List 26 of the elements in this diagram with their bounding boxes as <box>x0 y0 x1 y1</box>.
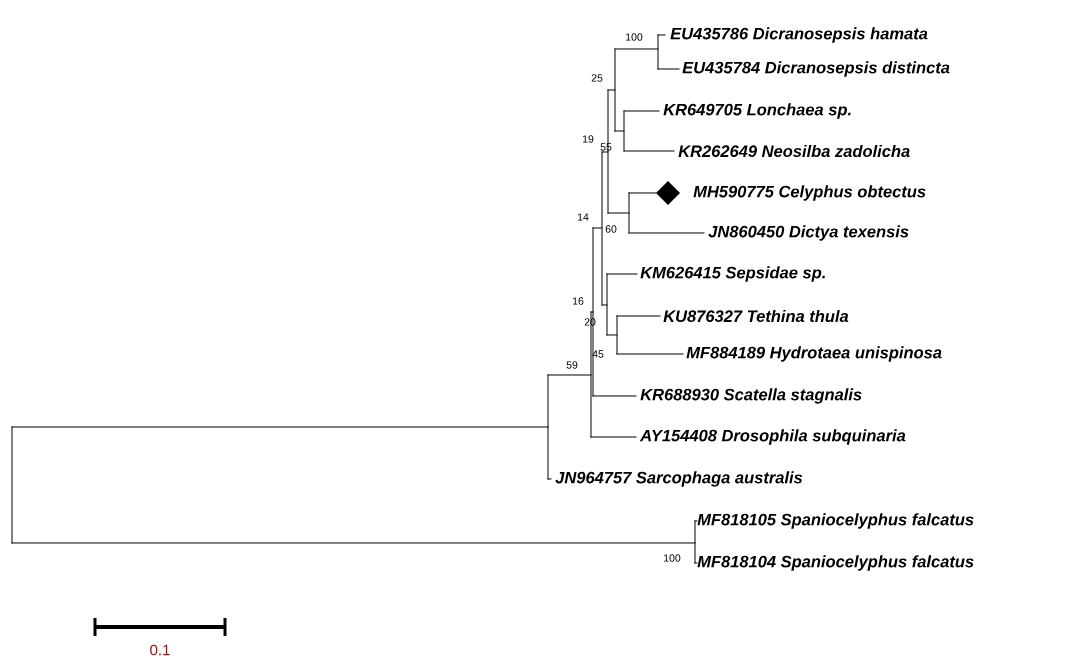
bootstrap-value: 20 <box>584 318 596 326</box>
bootstrap-value: 100 <box>626 33 643 41</box>
taxon-label: KR262649 Neosilba zadolicha <box>678 144 910 158</box>
bootstrap-value: 16 <box>572 297 584 305</box>
bootstrap-value: 45 <box>592 350 604 358</box>
taxon-label: MF818104 Spaniocelyphus falcatus <box>697 555 974 571</box>
bootstrap-value: 100 <box>664 554 681 562</box>
taxon-label: MH590775 Celyphus obtectus <box>693 185 926 201</box>
taxon-label: EU435784 Dicranosepsis distincta <box>682 61 950 77</box>
bootstrap-value: 14 <box>577 213 589 221</box>
taxon-label: KU876327 Tethina thula <box>663 309 849 323</box>
taxon-label: JN860450 Dictya texensis <box>708 225 909 241</box>
taxon-label: JN964757 Sarcophaga australis <box>555 471 803 487</box>
bootstrap-value: 55 <box>600 143 612 151</box>
taxon-label: KM626415 Sepsidae sp. <box>640 266 825 282</box>
bootstrap-value: 25 <box>591 74 603 82</box>
bootstrap-value: 60 <box>605 225 617 233</box>
taxon-label: KR649705 Lonchaea sp. <box>663 103 851 119</box>
taxon-label: AY154408 Drosophila subquinaria <box>639 429 906 445</box>
taxon-label: MF884189 Hydrotaea unispinosa <box>686 346 942 362</box>
taxon-label: EU435786 Dicranosepsis hamata <box>670 27 928 43</box>
bootstrap-value: 59 <box>566 361 578 369</box>
scale-value: 0.1 <box>150 644 170 656</box>
taxon-label: MF818105 Spaniocelyphus falcatus <box>697 513 974 529</box>
bootstrap-value: 19 <box>582 135 594 143</box>
taxon-label: KR688930 Scatella stagnalis <box>640 388 862 404</box>
